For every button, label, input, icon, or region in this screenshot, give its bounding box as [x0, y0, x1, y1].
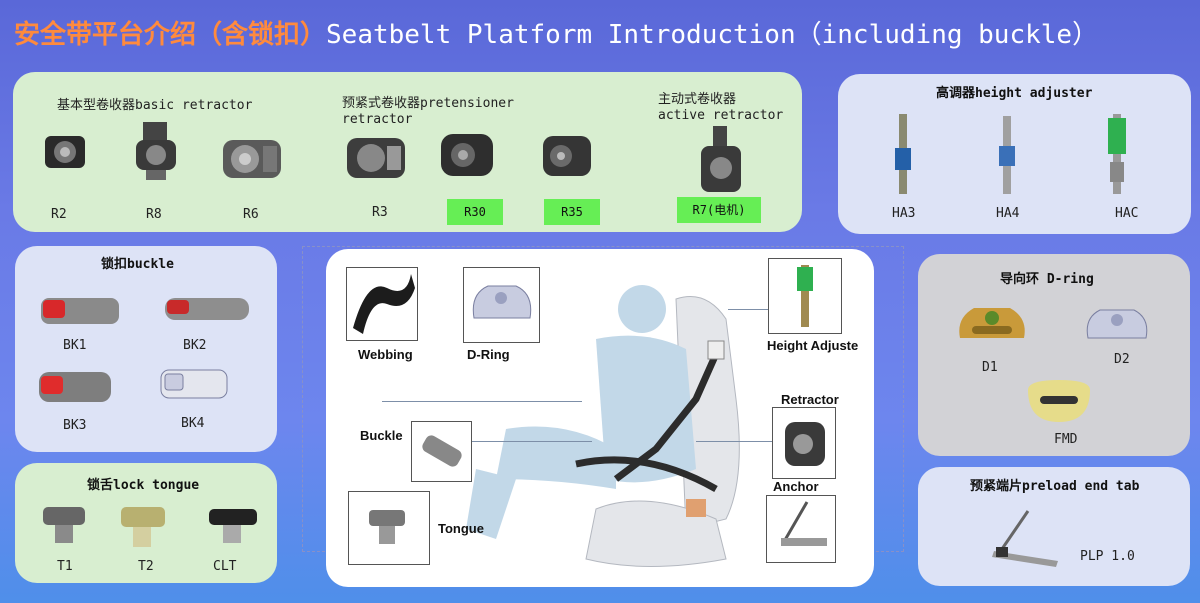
bk1-image [41, 298, 119, 324]
retractor-box [772, 407, 836, 479]
retractor-r7-chip: R7(电机) [677, 197, 761, 223]
hac-image [1108, 114, 1126, 194]
buckle-connector [472, 441, 592, 442]
retractor-r2-label: R2 [51, 207, 67, 222]
retractor-r30-chip: R30 [447, 199, 503, 225]
webbing-box [346, 267, 418, 341]
page-title: 安全带平台介绍（含锁扣）Seatbelt Platform Introducti… [14, 14, 1098, 51]
height-adjuster-box [768, 258, 842, 334]
ha3-label: HA3 [892, 206, 916, 221]
retractor-r8-label: R8 [146, 207, 162, 222]
d2-image [1086, 309, 1148, 339]
lock-tongue-panel: 锁舌lock tongue T1 T2 CLT [15, 463, 277, 583]
retractor-r3-label: R3 [372, 205, 388, 220]
t1-label: T1 [57, 559, 73, 574]
buckle-panel: 锁扣buckle BK1 BK2 BK3 BK4 [15, 246, 277, 452]
retractor-r35-chip: R35 [544, 199, 600, 225]
hac-label: HAC [1115, 206, 1139, 221]
fmd-label: FMD [1054, 432, 1078, 447]
plp-image [992, 510, 1058, 567]
bk1-label: BK1 [63, 338, 87, 353]
t2-image [121, 507, 165, 547]
basic-retractor-label: 基本型卷收器basic retractor [57, 98, 253, 113]
t1-image [43, 507, 85, 543]
title-en: Seatbelt Platform Introduction（including… [326, 20, 1099, 50]
ha3-image [895, 114, 911, 194]
retractor-r2-image [45, 136, 85, 168]
preload-panel: 预紧端片preload end tab PLP 1.0 [918, 467, 1190, 586]
bk3-image [39, 372, 111, 402]
lock-tongue-label: 锁舌lock tongue [87, 478, 200, 493]
dring-box [463, 267, 540, 343]
preload-label: 预紧端片preload end tab [970, 479, 1140, 494]
dring-label: 导向环 D-ring [1000, 272, 1094, 287]
d1-image [959, 308, 1025, 338]
diagram-label-webbing: Webbing [358, 347, 413, 362]
t2-label: T2 [138, 559, 154, 574]
bk4-label: BK4 [181, 416, 205, 431]
diagram-label-dring: D-Ring [467, 347, 510, 362]
seatbelt-diagram: Webbing D-Ring Height Adjuste Retractor … [326, 249, 874, 587]
occupant-silhouette [466, 285, 740, 567]
retractor-r6-label: R6 [243, 207, 259, 222]
pretensioner-label-1: 预紧式卷收器pretensioner [342, 96, 514, 111]
clt-label: CLT [213, 559, 237, 574]
ha4-image [999, 116, 1015, 194]
height-adjuster-label: 高调器height adjuster [936, 86, 1093, 101]
retractor-r6-image [223, 140, 281, 178]
retractor-r8-image [136, 122, 176, 180]
d1-label: D1 [982, 360, 998, 375]
bk4-image [160, 369, 228, 399]
dring-panel: 导向环 D-ring D1 D2 FMD [918, 254, 1190, 456]
buckle-label: 锁扣buckle [101, 257, 174, 272]
anchor-box [766, 495, 836, 563]
bk2-label: BK2 [183, 338, 207, 353]
pretensioner-label-2: retractor [342, 112, 413, 127]
tongue-box [348, 491, 430, 565]
bk2-image [165, 298, 249, 320]
plp-label: PLP 1.0 [1080, 549, 1135, 564]
diagram-label-tongue: Tongue [438, 521, 484, 536]
diagram-label-anchor: Anchor [773, 479, 819, 494]
buckle-box [411, 421, 472, 482]
clt-image [209, 509, 257, 543]
height-connector [728, 309, 768, 310]
retractor-r35-image [543, 136, 591, 176]
title-zh: 安全带平台介绍（含锁扣） [14, 20, 327, 50]
retractor-panel: 基本型卷收器basic retractor 预紧式卷收器pretensioner… [13, 72, 802, 232]
d2-label: D2 [1114, 352, 1130, 367]
active-label-2: active retractor [658, 108, 784, 123]
diagram-label-height-adjuster: Height Adjuste [767, 338, 859, 353]
diagram-label-retractor: Retractor [781, 392, 839, 407]
retractor-r3-image [347, 138, 405, 178]
height-adjuster-panel: 高调器height adjuster HA3 HA4 HAC [838, 74, 1191, 234]
diagram-label-buckle: Buckle [360, 428, 403, 443]
retractor-r30-image [441, 134, 493, 176]
bk3-label: BK3 [63, 418, 87, 433]
ha4-label: HA4 [996, 206, 1020, 221]
retractor-r7-image [701, 126, 741, 192]
webbing-connector [382, 401, 582, 402]
active-label-1: 主动式卷收器 [658, 92, 737, 107]
retractor-connector [696, 441, 772, 442]
fmd-image [1028, 380, 1090, 422]
